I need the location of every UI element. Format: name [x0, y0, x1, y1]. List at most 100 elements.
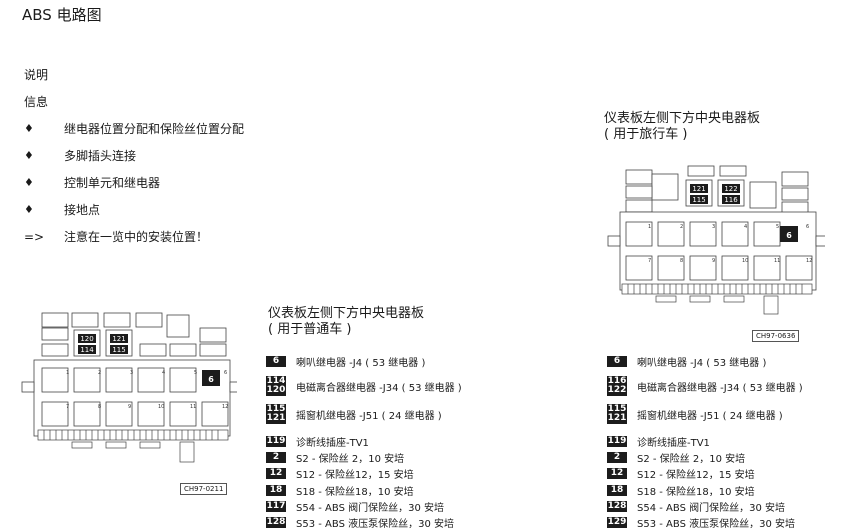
fuse-badge: 6: [607, 356, 627, 367]
slot-number: 4: [162, 370, 165, 376]
fuse-badge: 119: [266, 436, 286, 447]
legend-item: 18 S18 - 保险丝18，10 安培: [607, 483, 755, 498]
bullet-item-install-note: => 注意在一览中的安装位置！: [24, 228, 208, 245]
legend-text: S18 - 保险丝18，10 安培: [637, 487, 755, 498]
relay-label: 115: [692, 196, 705, 204]
slot-number: 11: [190, 404, 196, 410]
legend-item: 18 S18 - 保险丝18，10 安培: [266, 483, 414, 498]
legend-item: 128 S53 - ABS 液压泵保险丝，30 安培: [266, 515, 454, 530]
legend-item: 119 诊断线插座-TV1: [607, 434, 710, 449]
note-text: 注意在一览中的安装位置！: [64, 230, 209, 244]
legend-item: 2 S2 - 保险丝 2，10 安培: [607, 450, 745, 465]
relay-slot-6-icon: [780, 226, 798, 242]
diagram-caption-left: CH97-0211: [180, 483, 228, 495]
fuse-badge: 119: [607, 436, 627, 447]
relay-label: 114: [80, 346, 94, 354]
panel-left-title-line2: ( 用于普通车 ): [268, 322, 352, 337]
intro-label-description: 说明: [24, 68, 49, 82]
fuse-badge: 129: [607, 517, 627, 528]
slot-number: 7: [648, 258, 651, 264]
legend-item: 119 诊断线插座-TV1: [266, 434, 369, 449]
relay-label: 121: [692, 185, 705, 193]
legend-text: S2 - 保险丝 2，10 安培: [637, 454, 746, 465]
legend-text: 摇窗机继电器 -J51 ( 24 继电器 ): [637, 410, 783, 422]
slot-number: 3: [712, 224, 715, 230]
fuse-badge: 2: [607, 452, 627, 463]
bullet-item-relay-fuse-allocation[interactable]: ♦ 继电器位置分配和保险丝位置分配: [24, 120, 244, 137]
legend-text: 电磁离合器继电器 -J34 ( 53 继电器 ): [637, 382, 803, 394]
fuse-badge: 128: [266, 517, 286, 528]
arrow-marker-icon: =>: [24, 229, 45, 244]
slot-number: 7: [66, 404, 69, 410]
relay-label: 116: [724, 196, 738, 204]
bullet-item-label: 继电器位置分配和保险丝位置分配: [64, 122, 245, 136]
bullet-item-label: 多脚插头连接: [64, 149, 137, 163]
fuse-badge: 18: [266, 485, 286, 496]
legend-text: S2 - 保险丝 2，10 安培: [296, 454, 405, 465]
slot-number: 2: [98, 370, 101, 376]
legend-text: S53 - ABS 液压泵保险丝，30 安培: [637, 519, 795, 530]
legend-text: S18 - 保险丝18，10 安培: [296, 487, 414, 498]
slot-number: 12: [222, 404, 228, 410]
bullet-item-ground-points[interactable]: ♦ 接地点: [24, 201, 100, 218]
bullet-item-multipin-connectors[interactable]: ♦ 多脚插头连接: [24, 147, 136, 164]
slot-number: 1: [66, 370, 69, 376]
legend-item: 12 S12 - 保险丝12，15 安培: [266, 466, 414, 481]
diamond-bullet-icon: ♦: [24, 149, 34, 162]
slot-number: 10: [158, 404, 164, 410]
legend-text: S12 - 保险丝12，15 安培: [296, 470, 414, 481]
diamond-bullet-icon: ♦: [24, 122, 34, 135]
legend-text: S53 - ABS 液压泵保险丝，30 安培: [296, 519, 454, 530]
relay-slot-6-label: 6: [208, 375, 214, 384]
fuse-badge: 117: [266, 501, 286, 512]
legend-item: 6 喇叭继电器 -J4 ( 53 继电器 ): [607, 354, 766, 369]
fuse-badge: 6: [266, 356, 286, 367]
bullet-item-label: 接地点: [64, 203, 101, 217]
slot-number: 8: [680, 258, 683, 264]
panel-right-title-line2: ( 用于旅行车 ): [604, 127, 688, 142]
fuse-badge: 12: [266, 468, 286, 479]
panel-right-title: 仪表板左侧下方中央电器板 ( 用于旅行车 ): [604, 111, 760, 143]
diamond-bullet-icon: ♦: [24, 203, 34, 216]
page-title: ABS 电路图: [22, 6, 102, 24]
fuse-badge: 128: [607, 501, 627, 512]
slot-number: 1: [648, 224, 651, 230]
diamond-bullet-icon: ♦: [24, 176, 34, 189]
panel-right-title-line1: 仪表板左侧下方中央电器板: [604, 111, 761, 126]
legend-text: S54 - ABS 阀门保险丝，30 安培: [637, 503, 785, 514]
bullet-item-label: 控制单元和继电器: [64, 176, 161, 190]
legend-item: 129 S53 - ABS 液压泵保险丝，30 安培: [607, 515, 795, 530]
relay-label: 115: [112, 346, 125, 354]
relay-label: 121: [112, 335, 125, 343]
slot-number: 6: [806, 224, 809, 230]
relay-slot-6-label: 6: [786, 231, 792, 240]
slot-number: 3: [130, 370, 133, 376]
fuse-box-diagram-left: 6 120 114 121 115 1 2 3 4 5 6 7 8 9 10 1…: [21, 312, 237, 463]
panel-left-title: 仪表板左侧下方中央电器板 ( 用于普通车 ): [268, 306, 424, 338]
slot-number: 5: [776, 224, 779, 230]
bullet-item-control-units-relays[interactable]: ♦ 控制单元和继电器: [24, 174, 160, 191]
diagram-caption-right: CH97-0636: [752, 330, 800, 342]
legend-item: 128 S54 - ABS 阀门保险丝，30 安培: [607, 499, 785, 514]
legend-text: 喇叭继电器 -J4 ( 53 继电器 ): [637, 358, 767, 369]
slot-number: 6: [224, 370, 227, 376]
slot-number: 2: [680, 224, 683, 230]
legend-item: 12 S12 - 保险丝12，15 安培: [607, 466, 755, 481]
slot-number: 12: [806, 258, 812, 264]
legend-text: S54 - ABS 阀门保险丝，30 安培: [296, 503, 444, 514]
slot-number: 5: [194, 370, 197, 376]
slot-number: 8: [98, 404, 101, 410]
legend-text: 诊断线插座-TV1: [296, 438, 369, 449]
relay-slot-6-icon: [202, 370, 220, 386]
slot-number: 9: [712, 258, 715, 264]
legend-text: 诊断线插座-TV1: [637, 438, 710, 449]
fuse-badge: 2: [266, 452, 286, 463]
panel-left-title-line1: 仪表板左侧下方中央电器板: [268, 306, 425, 321]
